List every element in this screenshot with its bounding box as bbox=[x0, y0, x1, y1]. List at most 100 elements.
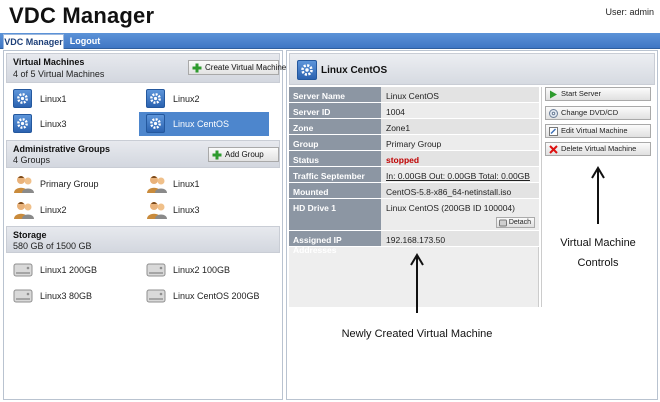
status-value: stopped bbox=[381, 151, 539, 166]
detail-key: Traffic September 2012 bbox=[289, 167, 381, 191]
vm-section-title: Virtual Machines bbox=[13, 57, 85, 67]
detail-table: Server Name Linux CentOS Server ID 1004 … bbox=[289, 87, 539, 307]
change-dvd-label: Change DVD/CD bbox=[561, 108, 619, 117]
detail-key: Server ID bbox=[289, 103, 381, 118]
detail-header: Linux CentOS bbox=[289, 53, 655, 85]
storage-section-usage: 580 GB of 1500 GB bbox=[13, 241, 92, 251]
storage-item-label: Linux1 200GB bbox=[40, 265, 98, 275]
vm-item-label: Linux3 bbox=[40, 119, 67, 129]
hard-drive-icon bbox=[146, 263, 166, 277]
gear-icon bbox=[146, 89, 165, 108]
storage-item-linux2[interactable]: Linux2 100GB bbox=[139, 260, 269, 280]
cd-icon bbox=[549, 109, 558, 118]
hard-drive-icon bbox=[13, 263, 33, 277]
hard-drive-icon bbox=[146, 289, 166, 303]
gear-icon bbox=[13, 114, 32, 133]
vm-item-label: Linux1 bbox=[40, 94, 67, 104]
detail-key: Mounted DVD/CDROM bbox=[289, 183, 381, 207]
start-server-button[interactable]: Start Server bbox=[545, 87, 651, 101]
vm-section-count: 4 of 5 Virtual Machines bbox=[13, 69, 105, 79]
groups-section-title: Administrative Groups bbox=[13, 144, 111, 154]
disk-icon bbox=[498, 219, 507, 227]
vm-item-linux2[interactable]: Linux2 bbox=[139, 88, 269, 110]
storage-item-label: Linux3 80GB bbox=[40, 291, 93, 301]
vm-item-linux1[interactable]: Linux1 bbox=[6, 88, 136, 110]
create-vm-label: Create Virtual Machine bbox=[205, 63, 287, 72]
vm-item-linux-centos[interactable]: Linux CentOS bbox=[139, 112, 269, 136]
left-panel: Virtual Machines 4 of 5 Virtual Machines… bbox=[3, 50, 286, 400]
table-row: Status stopped bbox=[289, 151, 539, 167]
groups-section-header: Administrative Groups 4 Groups Add Group bbox=[6, 140, 280, 168]
detail-key: Assigned IP Addresses bbox=[289, 231, 381, 255]
storage-item-linux1[interactable]: Linux1 200GB bbox=[6, 260, 136, 280]
user-label: User: admin bbox=[605, 7, 654, 17]
delete-vm-button[interactable]: Delete Virtual Machine bbox=[545, 142, 651, 156]
group-item-label: Linux1 bbox=[173, 179, 200, 189]
tab-logout[interactable]: Logout bbox=[69, 36, 101, 46]
edit-vm-button[interactable]: Edit Virtual Machine bbox=[545, 124, 651, 138]
users-icon bbox=[147, 202, 167, 219]
detail-value: CentOS-5.8-x86_64-netinstall.iso bbox=[381, 183, 539, 198]
gear-icon bbox=[13, 89, 32, 108]
detail-key: Zone bbox=[289, 119, 381, 134]
hd-drive-cell: Linux CentOS (200GB ID 100004) Detach bbox=[381, 199, 539, 230]
plus-icon bbox=[212, 150, 222, 160]
group-item-label: Linux2 bbox=[40, 205, 67, 215]
hard-drive-icon bbox=[13, 289, 33, 303]
vm-controls: Start Server Change DVD/CD Edit Virtual … bbox=[541, 87, 657, 307]
plus-icon bbox=[192, 63, 202, 73]
up-arrow-icon bbox=[410, 253, 424, 313]
detail-key: Status bbox=[289, 151, 381, 166]
group-item-linux3[interactable]: Linux3 bbox=[139, 199, 269, 221]
group-item-linux2[interactable]: Linux2 bbox=[6, 199, 136, 221]
table-row: Traffic September 2012 In: 0.00GB Out: 0… bbox=[289, 167, 539, 191]
up-arrow-icon bbox=[591, 166, 605, 224]
delete-vm-label: Delete Virtual Machine bbox=[561, 144, 637, 153]
group-item-linux1[interactable]: Linux1 bbox=[139, 173, 269, 195]
group-item-primary[interactable]: Primary Group bbox=[6, 173, 136, 195]
edit-icon bbox=[549, 127, 558, 136]
delete-icon bbox=[549, 145, 558, 154]
table-row: Mounted DVD/CDROM CentOS-5.8-x86_64-neti… bbox=[289, 183, 539, 207]
detail-value: 1004 bbox=[381, 103, 539, 118]
table-row: Assigned IP Addresses 192.168.173.50 bbox=[289, 231, 539, 255]
group-item-label: Linux3 bbox=[173, 205, 200, 215]
detail-value: Zone1 bbox=[381, 119, 539, 134]
detach-label: Detach bbox=[508, 219, 531, 226]
gear-icon bbox=[146, 114, 165, 133]
vm-item-label: Linux2 bbox=[173, 94, 200, 104]
traffic-value[interactable]: In: 0.00GB Out: 0.00GB Total: 0.00GB bbox=[381, 167, 539, 182]
nav-bar: VDC Manager Logout bbox=[0, 33, 660, 49]
create-vm-button[interactable]: Create Virtual Machine bbox=[188, 60, 286, 75]
detail-value: Linux CentOS (200GB ID 100004) bbox=[386, 203, 515, 213]
detail-value: Primary Group bbox=[381, 135, 539, 150]
new-vm-annotation: Newly Created Virtual Machine bbox=[341, 328, 493, 340]
group-item-label: Primary Group bbox=[40, 179, 99, 189]
right-panel: Linux CentOS Server Name Linux CentOS Se… bbox=[286, 50, 658, 400]
storage-section-header: Storage 580 GB of 1500 GB bbox=[6, 226, 280, 253]
storage-item-label: Linux2 100GB bbox=[173, 265, 231, 275]
detail-key: Server Name bbox=[289, 87, 381, 102]
storage-item-linux3[interactable]: Linux3 80GB bbox=[6, 286, 136, 306]
table-row: Zone Zone1 bbox=[289, 119, 539, 135]
tab-vdc-manager[interactable]: VDC Manager bbox=[3, 34, 64, 49]
add-group-button[interactable]: Add Group bbox=[208, 147, 279, 162]
users-icon bbox=[147, 176, 167, 193]
storage-item-linux-centos[interactable]: Linux CentOS 200GB bbox=[139, 286, 269, 306]
start-server-label: Start Server bbox=[561, 89, 602, 98]
vm-item-linux3[interactable]: Linux3 bbox=[6, 113, 136, 135]
app-title: VDC Manager bbox=[9, 3, 155, 28]
detach-button[interactable]: Detach bbox=[495, 217, 535, 228]
table-row: Server Name Linux CentOS bbox=[289, 87, 539, 103]
table-row: Group Primary Group bbox=[289, 135, 539, 151]
vm-item-label: Linux CentOS bbox=[173, 119, 230, 129]
change-dvd-button[interactable]: Change DVD/CD bbox=[545, 106, 651, 120]
detail-key: Group bbox=[289, 135, 381, 150]
detail-title: Linux CentOS bbox=[321, 65, 388, 76]
users-icon bbox=[14, 202, 34, 219]
controls-annotation-line2: Controls bbox=[577, 257, 619, 269]
detail-value: 192.168.173.50 bbox=[381, 231, 539, 246]
users-icon bbox=[14, 176, 34, 193]
add-group-label: Add Group bbox=[225, 150, 264, 159]
table-row: Server ID 1004 bbox=[289, 103, 539, 119]
